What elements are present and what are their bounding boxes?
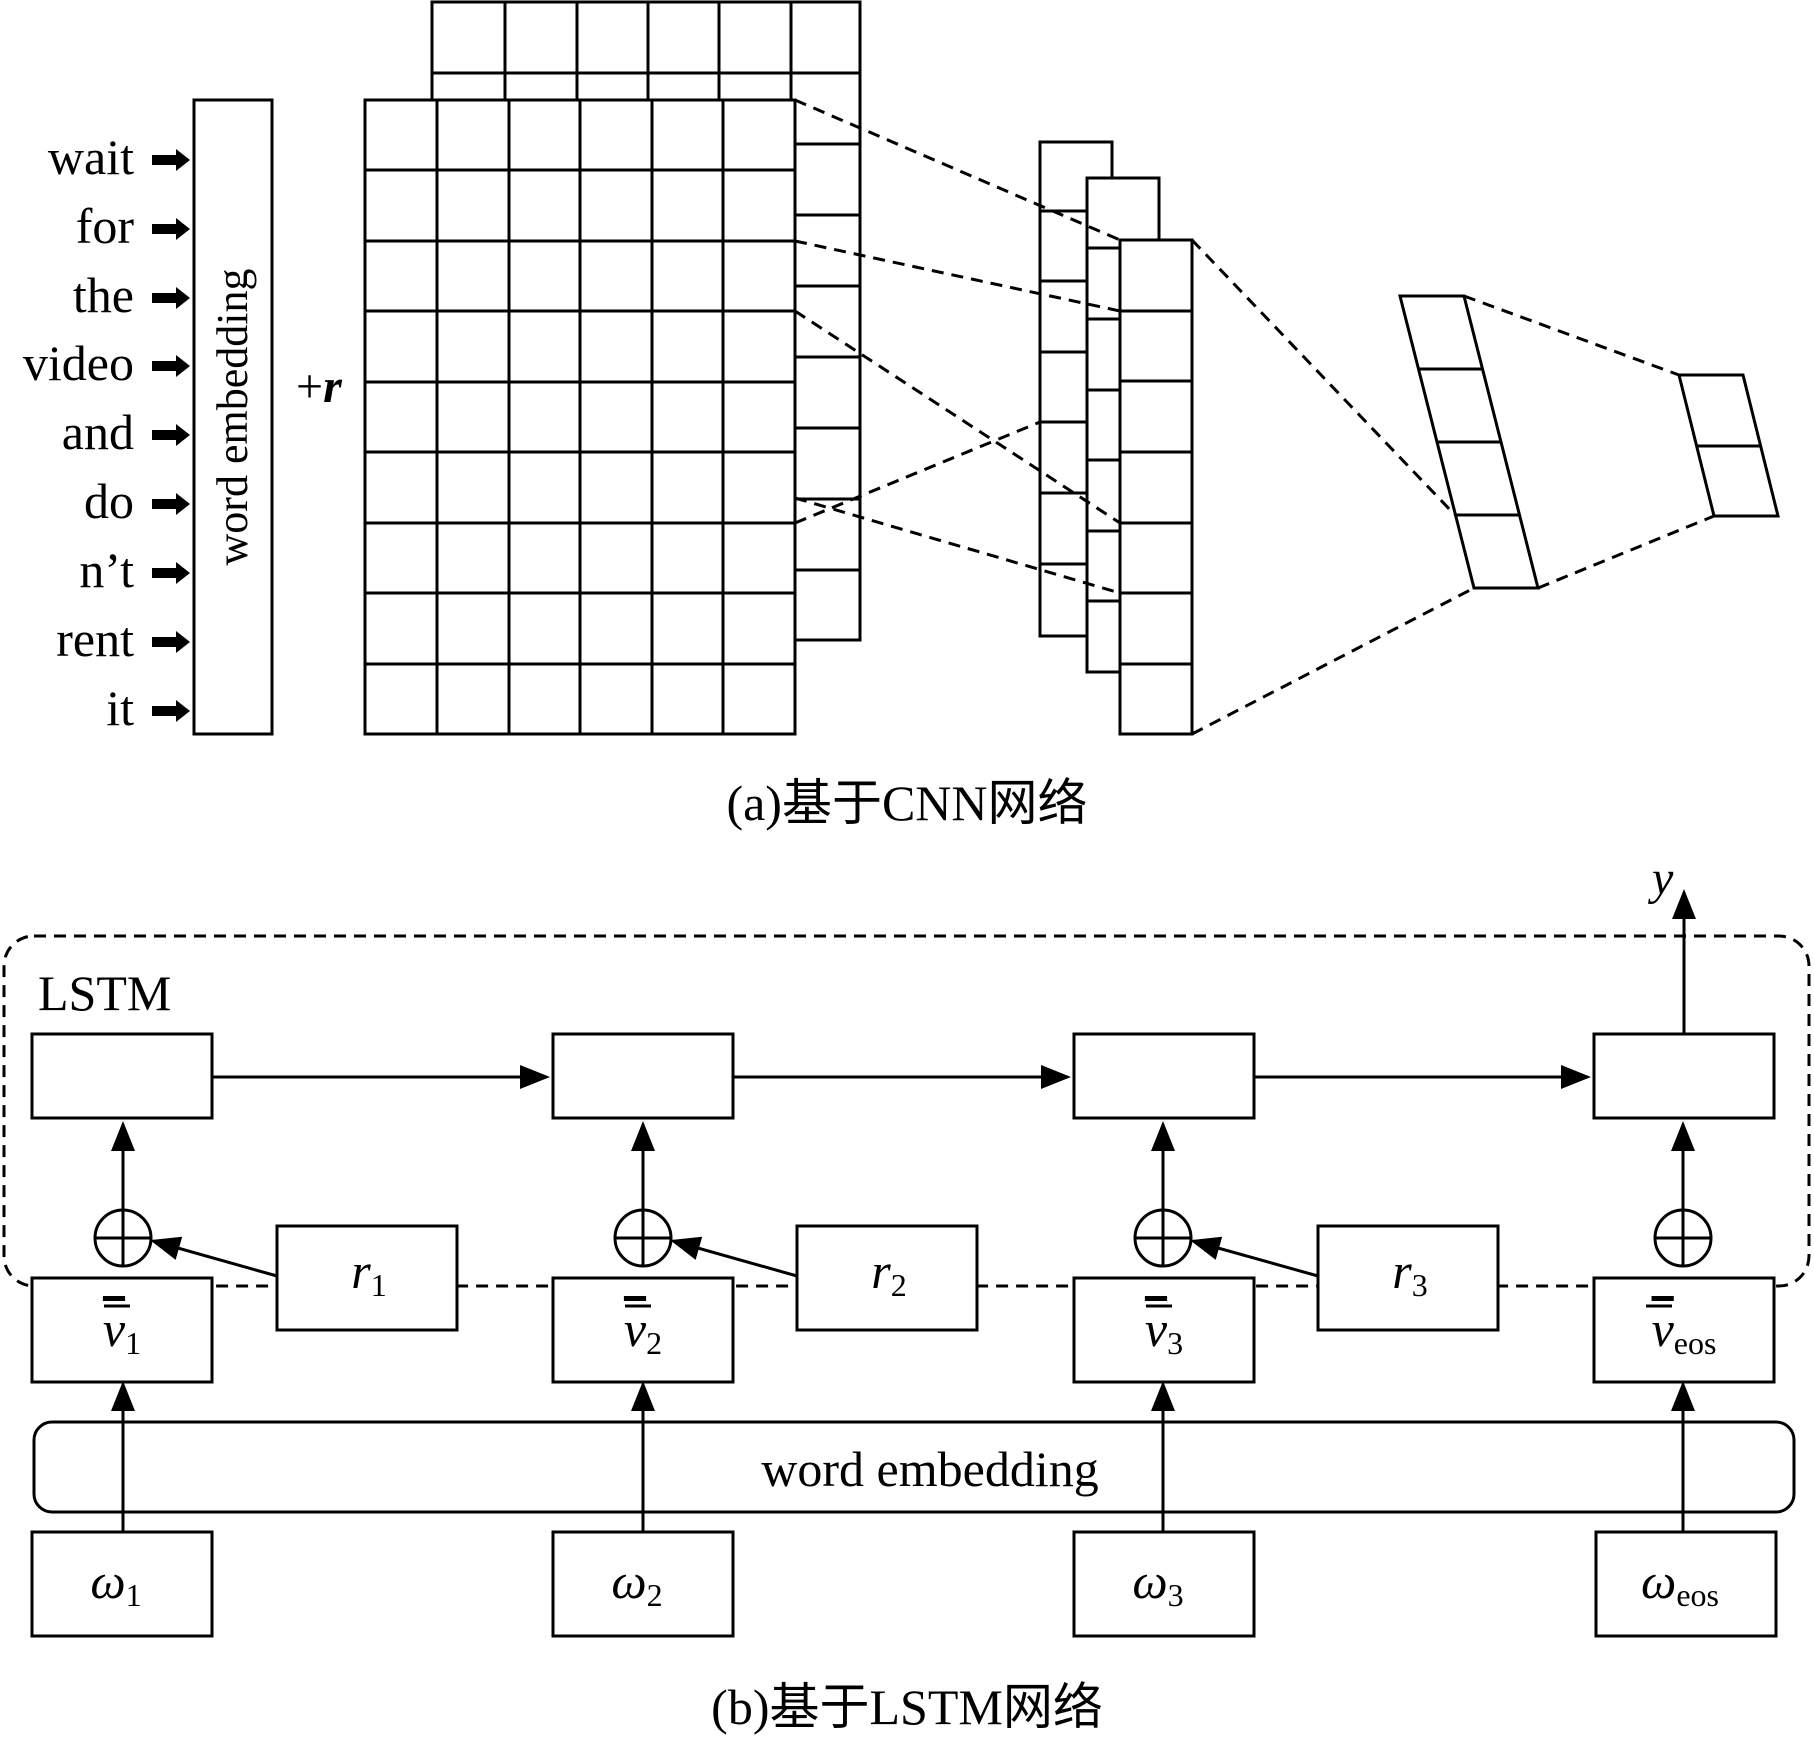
lstm-timestep: v2 ω2 r2 <box>551 1032 1071 1638</box>
lstm-cell <box>30 1032 214 1120</box>
pooled-vector <box>1398 294 1540 590</box>
perturbation-arrow <box>670 1236 798 1278</box>
input-word: n’t <box>79 542 134 598</box>
input-word: wait <box>48 129 134 185</box>
input-word: it <box>106 680 134 736</box>
lstm-cell <box>1592 1032 1776 1120</box>
right-arrow-icon <box>152 424 190 446</box>
input-token-label: ω1 <box>90 1553 141 1613</box>
right-arrow-icon <box>152 287 190 309</box>
input-token-box <box>30 1530 214 1638</box>
right-arrow-icon <box>152 218 190 240</box>
right-arrow-icon <box>152 631 190 653</box>
perturbation-box-label: r2 <box>871 1243 906 1303</box>
output-vector <box>1677 373 1780 518</box>
add-operator-icon <box>1133 1208 1193 1268</box>
cnn-word-embedding-label: word embedding <box>208 269 257 566</box>
cnn-panel: wait for the video and do n’t rent it word embed… <box>23 0 1780 831</box>
lstm-word-embedding-bar <box>32 1420 1796 1514</box>
input-word: and <box>62 404 134 460</box>
perturbation-box <box>795 1224 979 1332</box>
input-word: do <box>84 473 134 529</box>
embedding-vector-box <box>551 1276 735 1384</box>
pooling-connections <box>1190 238 1715 736</box>
right-arrow-icon <box>152 700 190 722</box>
conv-connections <box>794 98 1121 595</box>
input-token-label: ω3 <box>1132 1553 1183 1613</box>
cnn-word-embedding-box <box>192 98 274 736</box>
input-word-list: wait for the video and do n’t rent it <box>23 129 190 736</box>
right-arrow-icon <box>152 562 190 584</box>
input-word: the <box>73 267 134 323</box>
lstm-columns: v1 ω1 r1 v2 ω2 r2 v3 ω3 r3 veos ωeos <box>30 1032 1778 1638</box>
perturbation-box <box>275 1224 459 1332</box>
right-arrow-icon <box>152 355 190 377</box>
perturbation-box-label: r1 <box>351 1243 386 1303</box>
right-arrow-icon <box>152 149 190 171</box>
lstm-label: LSTM <box>38 965 171 1021</box>
lstm-panel: LSTM y word embedding v1 ω1 r1 v2 ω2 r2 v3 ω3 r3… <box>2 852 1811 1735</box>
embedding-vector-box <box>1072 1276 1256 1384</box>
perturbation-label: +r <box>296 360 343 413</box>
input-token-label: ω2 <box>611 1553 662 1613</box>
input-word: for <box>76 198 135 254</box>
add-operator-icon <box>93 1208 153 1268</box>
lstm-cell <box>551 1032 735 1120</box>
cnn-caption: (a)基于CNN网络 <box>726 775 1087 831</box>
embedding-vector-label: v2 <box>624 1301 662 1361</box>
lstm-cell <box>1072 1032 1256 1120</box>
add-operator-icon <box>1653 1208 1713 1268</box>
lstm-word-embedding-label: word embedding <box>761 1441 1098 1497</box>
lstm-timestep: veos ωeos <box>1592 1032 1778 1638</box>
lstm-caption: (b)基于LSTM网络 <box>711 1679 1103 1735</box>
perturbation-box <box>1316 1224 1500 1332</box>
perturbation-arrow <box>1190 1236 1319 1278</box>
embedding-matrix-front <box>363 98 797 736</box>
input-token-box <box>1594 1530 1778 1638</box>
embedding-vector-label: v3 <box>1145 1301 1183 1361</box>
perturbation-arrow <box>150 1236 278 1278</box>
lstm-timestep: v1 ω1 r1 <box>30 1032 550 1638</box>
input-token-label: ωeos <box>1641 1553 1719 1613</box>
embedding-vector-label: veos <box>1652 1301 1717 1361</box>
perturbation-box-label: r3 <box>1392 1243 1427 1303</box>
lstm-timestep: v3 ω3 r3 <box>1072 1032 1591 1638</box>
input-token-box <box>1072 1530 1256 1638</box>
add-operator-icon <box>613 1208 673 1268</box>
output-label: y <box>1647 852 1674 905</box>
right-arrow-icon <box>152 493 190 515</box>
embedding-vector-label: v1 <box>103 1301 141 1361</box>
feature-map-3 <box>1118 238 1194 736</box>
input-word: rent <box>56 611 134 667</box>
input-word: video <box>23 335 134 391</box>
